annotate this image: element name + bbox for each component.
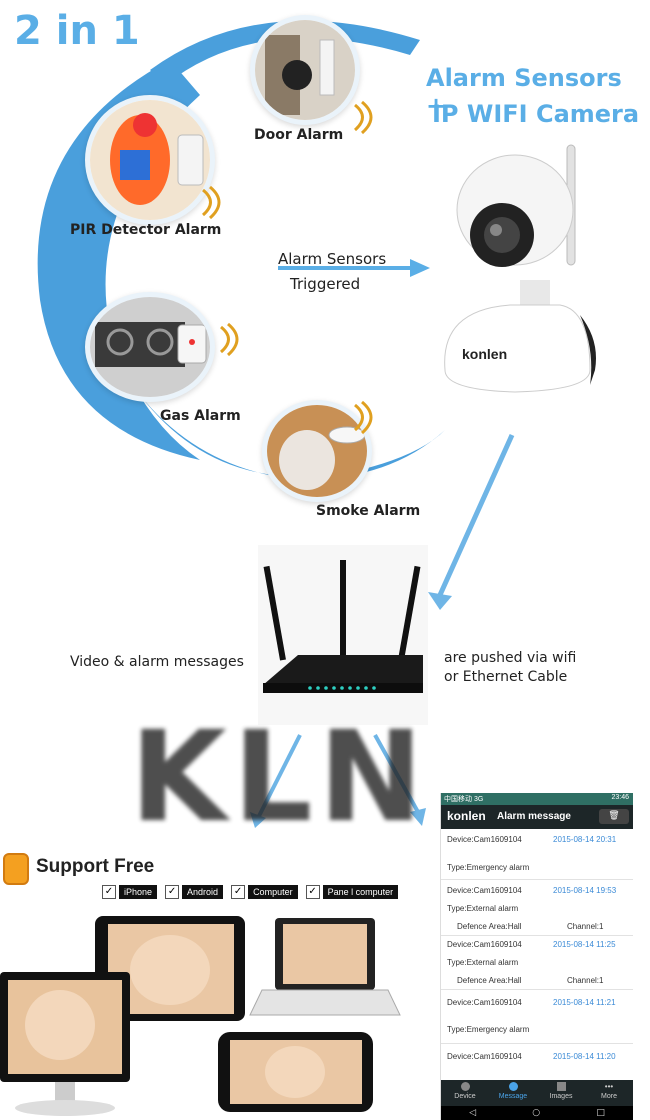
badge-2in1: 2 in 1	[14, 8, 140, 54]
nav-recent-icon[interactable]: □	[596, 1108, 605, 1118]
trigger-line1: Alarm Sensors	[278, 250, 387, 268]
status-bar: 中国移动 3G 23:46	[441, 793, 633, 805]
trigger-line2: Triggered	[290, 275, 361, 293]
gas-alarm-label: Gas Alarm	[160, 408, 241, 424]
app-brand: konlen	[447, 809, 486, 823]
nav-home-icon[interactable]: ○	[532, 1108, 541, 1118]
tab-device[interactable]: Device	[441, 1080, 489, 1106]
option-iphone: ✓iPhone	[102, 885, 158, 899]
option-android: ✓Android	[165, 885, 224, 899]
title-line2: IP WIFI Camera	[432, 100, 640, 128]
divider	[441, 879, 633, 880]
check-icon: ✓	[305, 885, 320, 899]
tab-images[interactable]: Images	[537, 1080, 585, 1106]
door-alarm-image	[250, 15, 360, 125]
camera-brand: konlen	[462, 346, 508, 362]
divider	[441, 935, 633, 936]
ip-camera-image	[444, 144, 596, 393]
android-nav-bar: ◁ ○ □	[441, 1106, 633, 1120]
message-icon	[508, 1082, 518, 1091]
support-title: Support Free	[36, 856, 155, 877]
check-icon: ✓	[165, 885, 180, 899]
nav-back-icon[interactable]: ◁	[469, 1108, 477, 1118]
title-line1: Alarm Sensors +	[426, 64, 622, 120]
person-icon	[460, 1082, 470, 1091]
door-alarm-label: Door Alarm	[254, 127, 344, 143]
check-icon: ✓	[102, 885, 116, 899]
image-icon	[556, 1082, 566, 1091]
bottom-tab-bar: Device Message Images ••• More	[441, 1080, 633, 1106]
tab-message[interactable]: Message	[489, 1080, 537, 1106]
check-icon: ✓	[231, 885, 246, 899]
router-right-line2: or Ethernet Cable	[444, 669, 568, 685]
gas-alarm-image	[85, 292, 215, 402]
tab-more[interactable]: ••• More	[585, 1080, 633, 1106]
delete-icon[interactable]: 🗑	[599, 809, 629, 824]
router-left-text: Video & alarm messages	[70, 654, 244, 670]
phone-screen: 中国移动 3G 23:46 konlen Alarm message 🗑 Dev…	[440, 793, 633, 1120]
option-computer: ✓Computer	[231, 885, 298, 899]
pir-alarm-image	[85, 95, 215, 225]
status-carrier: 中国移动 3G	[444, 796, 484, 803]
option-panel-computer: ✓Pane l computer	[305, 885, 399, 899]
divider	[441, 989, 633, 990]
kln-watermark: KLN	[130, 705, 430, 850]
smoke-alarm-label: Smoke Alarm	[316, 503, 421, 519]
devices-image	[0, 916, 401, 1116]
pir-wireless-icon	[201, 185, 221, 220]
door-wireless-icon	[353, 100, 373, 135]
screen-title: Alarm message	[497, 811, 571, 822]
router-image	[258, 545, 428, 725]
support-phone-icon	[3, 853, 29, 885]
status-time: 23:46	[611, 794, 629, 801]
router-right-line1: are pushed via wifi	[444, 650, 577, 666]
pir-alarm-label: PIR Detector Alarm	[70, 222, 222, 238]
support-options: ✓iPhone ✓Android ✓Computer ✓Pane l compu…	[102, 885, 406, 899]
smoke-wireless-icon	[353, 400, 373, 435]
gas-wireless-icon	[219, 322, 239, 357]
more-icon: •••	[604, 1082, 614, 1091]
app-header: konlen Alarm message 🗑	[441, 805, 633, 829]
divider	[441, 1043, 633, 1044]
smoke-alarm-image	[262, 400, 372, 502]
